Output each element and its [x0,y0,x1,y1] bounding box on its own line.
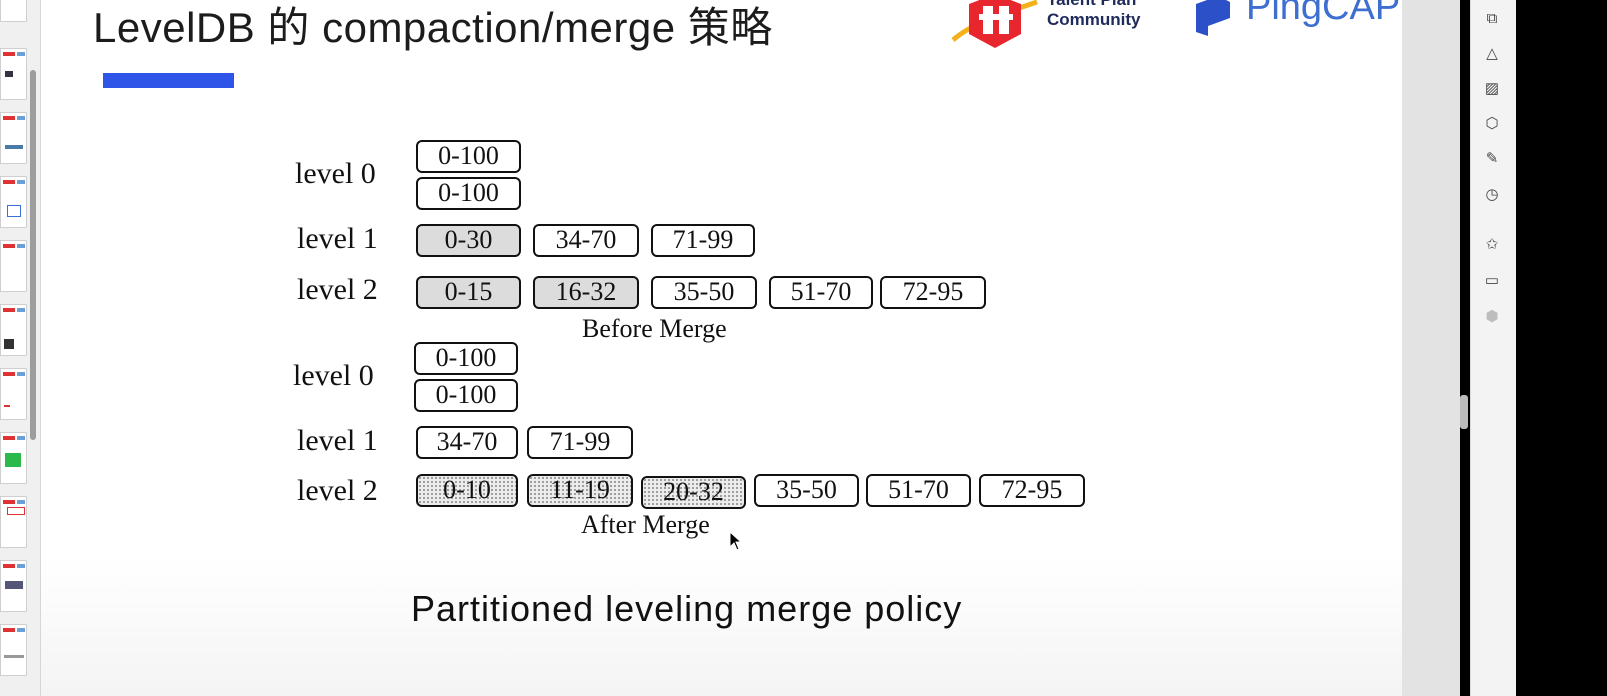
slide-title: LevelDB 的 compaction/merge 策略 [93,4,773,51]
slide-thumbnail[interactable] [0,176,27,228]
comment-icon[interactable]: ▭ [1484,272,1500,289]
level-label: level 2 [297,273,378,306]
pingcap-mark-icon [1196,0,1230,36]
sstable-file-merge-output: 0-10 [416,474,518,507]
policy-caption: Partitioned leveling merge policy [411,588,963,629]
slide-thumbnail[interactable] [0,240,27,292]
sstable-file: 51-70 [866,474,971,507]
canvas-scrollbar[interactable] [1460,395,1468,429]
sstable-file: 0-100 [414,379,518,412]
thumbnail-scrollbar[interactable] [30,70,36,440]
settings-icon[interactable]: ⬡ [1485,115,1499,132]
screen-edge [1516,0,1607,696]
shapes-icon[interactable]: ⧉ [1486,10,1498,27]
slide-thumbnail[interactable] [0,560,27,612]
sstable-file: 72-95 [880,276,986,309]
slide-thumbnail[interactable] [0,368,27,420]
slide-thumbnail[interactable] [0,432,27,484]
right-toolbar: ⧉ △ ▨ ⬡ ✎ ◷ ✩ ▭ ⬢ [1470,0,1517,696]
pingcap-wordmark: PingCAP [1246,0,1401,28]
slide-thumbnail[interactable] [0,112,27,164]
title-accent-bar [103,73,234,88]
pingcap-logo: PingCAP [1196,0,1400,42]
sstable-file: 35-50 [651,276,757,309]
sstable-file: 0-100 [416,177,521,210]
slide-thumbnail[interactable] [0,624,27,676]
level-label: level 1 [297,222,378,255]
image-icon[interactable]: ▨ [1484,80,1500,97]
sstable-file: 71-99 [651,224,755,257]
sstable-file-merge-input: 16-32 [533,276,639,309]
talent-plan-text-line2: Community [1047,10,1141,29]
pin-icon[interactable]: ✩ [1485,236,1499,253]
cube-icon[interactable]: ⬢ [1485,308,1499,325]
fill-icon[interactable]: △ [1486,45,1498,62]
sstable-file-merge-input: 0-30 [416,224,521,257]
slide-canvas: LevelDB 的 compaction/merge 策略 Talent Pla… [41,0,1402,696]
before-merge-caption: Before Merge [582,314,727,343]
sstable-file: 72-95 [979,474,1085,507]
slide-thumbnail[interactable] [0,48,27,100]
level-label: level 1 [297,424,378,457]
sstable-file: 0-100 [416,140,521,173]
sstable-file: 34-70 [533,224,639,257]
talent-plan-emblem-icon [951,0,1038,48]
talent-plan-text-line1: Talent Plan [1047,0,1141,10]
slide-thumbnail[interactable] [0,0,27,22]
history-icon[interactable]: ◷ [1485,186,1499,203]
editor-gutter [1402,0,1460,696]
sstable-file: 0-100 [414,342,518,375]
sstable-file-merge-input: 0-15 [416,276,521,309]
magic-icon[interactable]: ✎ [1485,150,1499,167]
talent-plan-logo: Talent Plan Community [951,0,1161,54]
after-merge-caption: After Merge [581,510,710,539]
slide-thumbnail-panel [0,0,41,696]
sstable-file-merge-output: 20-32 [641,476,746,509]
slide-thumbnail[interactable] [0,496,27,548]
mouse-cursor-icon [729,531,743,551]
level-label: level 0 [293,359,374,392]
sstable-file: 51-70 [769,276,873,309]
sstable-file-merge-output: 11-19 [527,474,633,507]
sstable-file: 34-70 [416,426,518,459]
level-label: level 2 [297,474,378,507]
sstable-file: 35-50 [754,474,859,507]
slide-thumbnail[interactable] [0,304,27,356]
level-label: level 0 [295,157,376,190]
sstable-file: 71-99 [527,426,633,459]
